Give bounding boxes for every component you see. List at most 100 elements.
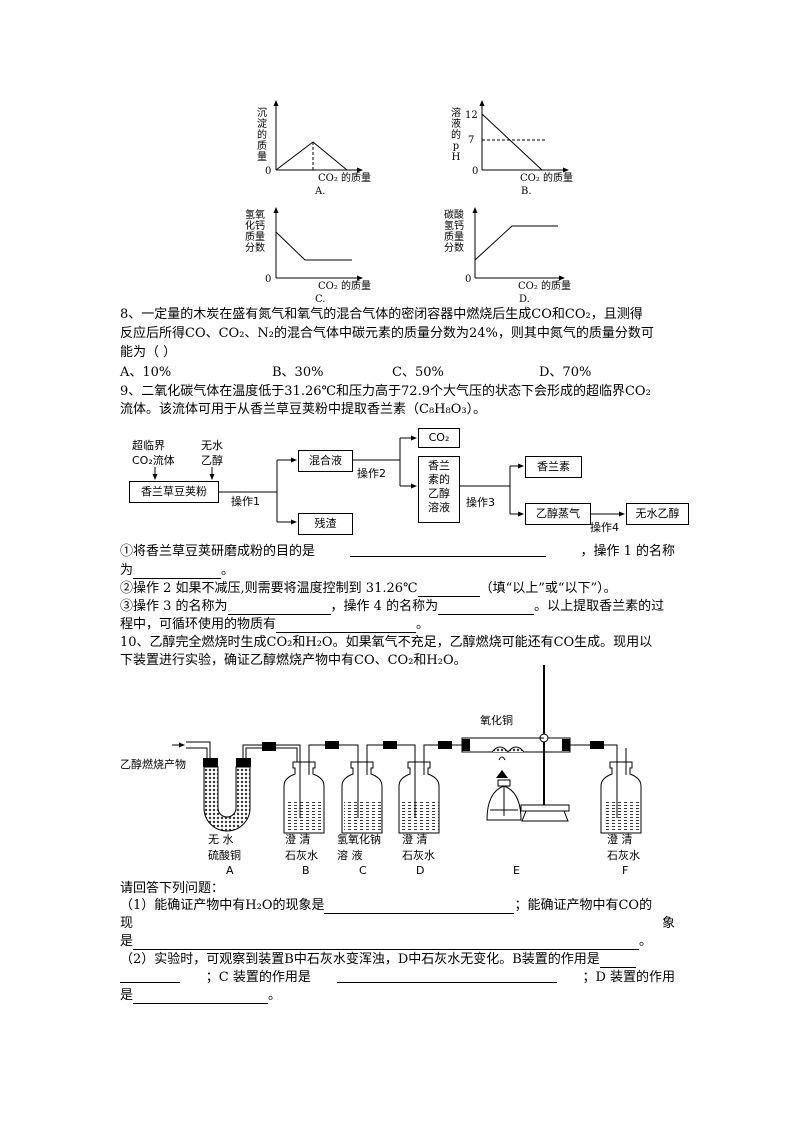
q9-answer-blank-5[interactable] (438, 601, 535, 615)
q10-answer-blank-3b[interactable] (120, 969, 180, 983)
q10-prompt: 请回答下列问题： (120, 881, 225, 896)
apparatus-d-label1: 澄 清 (402, 833, 428, 846)
q8-line3: 能为（ ） (120, 345, 177, 360)
q9-s3-text2: ，操作 4 的名称为 (330, 599, 439, 614)
apparatus-letter-c: C (359, 864, 367, 877)
q10-answer-blank-2[interactable] (133, 936, 640, 950)
flow-input-ethanol: 乙醇 (201, 454, 223, 467)
bottle-c (341, 748, 383, 834)
flow-box-mixture: 混合液 (298, 450, 353, 472)
q9-s1-row2: 为。 (120, 562, 234, 579)
q9-s3-row: ③操作 3 的名称为 ，操作 4 的名称为 。以上提取香兰素的过 (120, 598, 664, 615)
q9-s1-text: ①将香兰草豆荚研磨成粉的目的是 (120, 544, 316, 559)
flow-sol-line4: 溶液 (428, 501, 450, 514)
graph-d-ylabel: 碳酸氢钙质量分数 (444, 210, 464, 254)
q10-p1-text4: 象 (661, 916, 675, 931)
flow-sol-line1: 香兰 (428, 459, 450, 472)
q8-line1: 8、一定量的木炭在盛有氮气和氧气的混合气体的密闭容器中燃烧后生成CO和CO₂，且… (120, 307, 643, 322)
flow-box-vanillin: 香兰素 (525, 456, 582, 478)
q10-answer-blank-5[interactable] (133, 990, 269, 1004)
q10-p1-text3: 现 (120, 916, 134, 931)
apparatus-letter-e: E (513, 864, 520, 877)
apparatus-a-label1: 无 水 (208, 833, 234, 846)
flow-op1: 操作1 (231, 495, 260, 508)
graph-a-xlabel: CO₂ 的质量 (318, 173, 372, 184)
q9-s3-end: 。 (416, 617, 430, 632)
q10-p1-row2: 现 象 (120, 915, 675, 932)
graph-a-ylabel: 沉淀的质量 (257, 108, 267, 163)
q9-answer-blank-1[interactable] (349, 543, 546, 557)
q9-answer-blank-6[interactable] (276, 619, 417, 633)
bottle-f (600, 748, 642, 834)
flow-input-supercritical: 超临界 (132, 439, 165, 452)
flow-box-ethanol-vapor: 乙醇蒸气 (525, 503, 591, 525)
apparatus-c-label2: 溶 液 (337, 849, 363, 862)
graph-b-caption: B. (521, 186, 532, 197)
graph-b-tick-7: 7 (468, 135, 475, 146)
flow-box-vanilla-powder: 香兰草豆荚粉 (129, 481, 219, 503)
q10-p1-text2: ；能确证产物中有CO的 (514, 898, 653, 913)
apparatus-d-label2: 石灰水 (402, 849, 435, 862)
apparatus-f-label2: 石灰水 (607, 849, 640, 862)
q8-option-d: D、70% (539, 365, 592, 380)
apparatus-f-label1: 澄 清 (607, 833, 633, 846)
flow-box-vanillin-solution: 香兰 素的 乙醇 溶液 (418, 456, 460, 523)
q10-answer-blank-4[interactable] (336, 969, 557, 983)
q8-line2: 反应后所得CO、CO₂、N₂的混合气体中碳元素的质量分数为24%，则其中氮气的质… (120, 326, 654, 341)
graph-a-origin: 0 (265, 166, 272, 177)
q9-line2: 流体。该流体可用于从香兰草豆荚粉中提取香兰素（C₈H₈O₃）。 (120, 402, 487, 417)
q10-p2-row2: ；C 装置的作用是 ；D 装置的作用 (120, 969, 675, 986)
q9-s1-text3: 为 (120, 563, 134, 578)
flow-op3: 操作3 (466, 496, 495, 509)
q9-s1-end: 。 (221, 563, 235, 578)
apparatus-inlet-label: 乙醇燃烧产物 (120, 758, 186, 771)
q9-s1-row: ①将香兰草豆荚研磨成粉的目的是 ，操作 1 的名称 (120, 543, 675, 560)
bottle-d (398, 748, 440, 834)
graph-b-tick-12: 12 (465, 110, 478, 121)
q10-p2-text: （2）实验时，可观察到装置B中石灰水变浑浊，D中石灰水无变化。B装置的作用是 (120, 952, 600, 967)
q10-p1-end: 。 (639, 934, 653, 949)
q9-line1: 9、二氧化碳气体在温度低于31.26℃和压力高于72.9个大气压的状态下会形成的… (120, 384, 651, 399)
graph-d-caption: D. (519, 294, 530, 305)
flow-op4: 操作4 (590, 521, 619, 534)
q10-p2-row: （2）实验时，可观察到装置B中石灰水变浑浊，D中石灰水无变化。B装置的作用是 (120, 951, 680, 968)
q9-answer-blank-4[interactable] (227, 601, 331, 615)
graph-d-xlabel: CO₂ 的质量 (518, 281, 572, 292)
q10-answer-blank-1[interactable] (324, 900, 515, 914)
q10-answer-blank-3[interactable] (599, 954, 636, 968)
flow-box-anhydrous-ethanol: 无水乙醇 (626, 503, 689, 525)
apparatus-letter-d: D (416, 864, 425, 877)
q10-p1-row3: 是。 (120, 933, 652, 950)
graph-c-ylabel: 氢氧化钙质量分数 (245, 210, 265, 254)
graph-b-xlabel: CO₂ 的质量 (520, 173, 574, 184)
flow-box-residue: 残渣 (298, 513, 353, 535)
q10-line2: 下装置进行实验，确证乙醇燃烧产物中有CO、CO₂和H₂O。 (120, 653, 467, 668)
graph-d-origin: 0 (465, 274, 472, 285)
graph-b-ylabel: 溶液的pH (451, 108, 461, 163)
q9-s2-text: ②操作 2 如果不减压,则需要将温度控制到 31.26℃ (120, 581, 418, 596)
q9-s2-row: ②操作 2 如果不减压,则需要将温度控制到 31.26℃（填“以上”或“以下”）… (120, 580, 617, 597)
q10-p1-text5: 是 (120, 934, 134, 949)
apparatus-b-label2: 石灰水 (285, 849, 318, 862)
q10-p2-end: 。 (268, 988, 282, 1003)
apparatus-a-label2: 硫酸铜 (208, 849, 241, 862)
q8-option-c: C、50% (392, 365, 444, 380)
q10-p2-row3: 是。 (120, 987, 281, 1004)
q10-p1-text: （1）能确证产物中有H₂O的现象是 (120, 898, 325, 913)
graph-c-caption: C. (315, 294, 326, 305)
q9-s3-text3: 。以上提取香兰素的过 (534, 599, 665, 614)
q9-s3-text4: 程中，可循环使用的物质有 (120, 617, 277, 632)
q9-s3-row2: 程中，可循环使用的物质有 。 (120, 616, 429, 633)
q8-option-a: A、10% (120, 365, 172, 380)
apparatus-letter-b: B (302, 864, 310, 877)
q9-answer-blank-2[interactable] (133, 565, 222, 579)
q9-s3-text: ③操作 3 的名称为 (120, 599, 228, 614)
bottle-b (283, 748, 325, 834)
q9-answer-blank-3[interactable] (417, 583, 480, 597)
apparatus-letter-f: F (622, 864, 629, 877)
q10-p2-text2: ；C 装置的作用是 (205, 970, 311, 985)
